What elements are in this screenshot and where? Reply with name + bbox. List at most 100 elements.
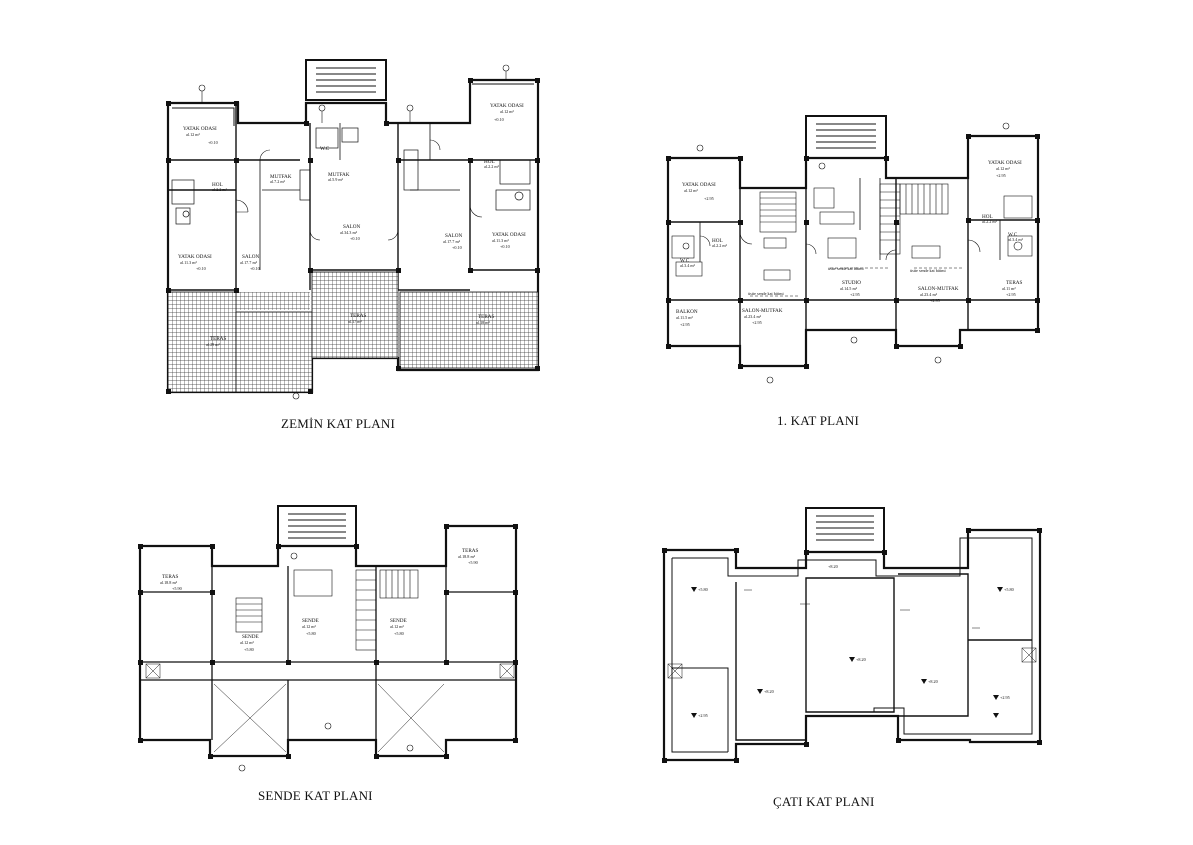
cati-plan-title: ÇATI KAT PLANI (773, 794, 875, 809)
room-area: al.34.3 m² (340, 230, 358, 235)
room-level: +5.90 (172, 586, 182, 591)
room-area: al.2.2 m² (712, 243, 728, 248)
room-area: al.12 m² (240, 640, 255, 645)
zemin-room-labels: YATAK ODASI al.12 m² +0.10 HOL al.2.2 m²… (178, 103, 526, 347)
room-area: al.29 m² (206, 342, 221, 347)
room-level: +0.10 (350, 236, 360, 241)
room-label: SENDE (242, 634, 259, 640)
room-label: TERAS (462, 548, 479, 554)
room-label: MUTFAK (328, 172, 350, 178)
room-label: W.C (320, 146, 330, 152)
level-mark: +2.95 (698, 713, 708, 718)
sende-plan-title: SENDE KAT PLANI (258, 788, 373, 803)
room-area: al.18 m² (476, 320, 491, 325)
room-level: +2.95 (704, 196, 714, 201)
room-area: al.12 m² (302, 624, 317, 629)
room-label: W.C (680, 258, 690, 264)
room-level: +5.90 (468, 560, 478, 565)
level-mark: +5.80 (1004, 587, 1014, 592)
room-label: HOL (982, 214, 993, 220)
level-mark: +2.95 (1000, 695, 1010, 700)
kat1-plan-title: 1. KAT PLANI (777, 413, 859, 428)
room-area: al.12 m² (684, 188, 699, 193)
room-label: SENDE (390, 618, 407, 624)
level-mark: +8.20 (856, 657, 866, 662)
room-label: YATAK ODASI (490, 103, 524, 109)
room-label: SALON (445, 233, 463, 239)
room-level: +2.95 (996, 173, 1006, 178)
kat1-plan (666, 115, 1040, 384)
room-level: +2.95 (930, 298, 940, 303)
room-area: al.7.2 m² (270, 179, 286, 184)
room-level: +2.95 (1006, 292, 1016, 297)
room-area: al.17 m² (348, 319, 363, 324)
room-label: SALON-MUTFAK (742, 308, 783, 314)
plan-note: üstte sende kat bitimi (748, 291, 785, 296)
room-label: MUTFAK (270, 174, 292, 180)
zemin-kat-plan (166, 59, 540, 400)
room-level: +2.95 (752, 320, 762, 325)
room-label: TERAS (162, 574, 179, 580)
room-level: +2.95 (680, 322, 690, 327)
room-area: al.3.4 m² (680, 263, 696, 268)
room-label: W.C (1008, 232, 1018, 238)
room-level: +5.80 (306, 631, 316, 636)
room-area: al.11.3 m² (492, 238, 510, 243)
room-area: al.23.4 m² (744, 314, 762, 319)
room-label: SALON (242, 254, 260, 260)
room-area: al.11 m² (1002, 286, 1016, 291)
room-label: TERAS (478, 314, 495, 320)
cati-level-labels: +5.80 +8.20 +8.20 +8.20 +5.80 +2.95 +8.2… (698, 564, 1014, 718)
room-area: al.12 m² (390, 624, 405, 629)
stair-block (305, 59, 387, 101)
stair-block (805, 115, 887, 159)
room-area: al.11.3 m² (180, 260, 198, 265)
room-area: al.23.4 m² (920, 292, 938, 297)
room-area: al.2.2 m² (484, 164, 500, 169)
stair-block (805, 507, 885, 553)
room-level: +0.10 (452, 245, 462, 250)
room-area: al.18.8 m² (160, 580, 178, 585)
room-area: al.12 m² (500, 109, 515, 114)
plan-note: üstte sende kat bitimi (910, 268, 947, 273)
room-label: TERAS (1006, 280, 1023, 286)
room-area: al.5.9 m² (328, 177, 344, 182)
level-mark: +8.20 (764, 689, 774, 694)
plan-note: üstte sende kat bitimi (828, 266, 865, 271)
room-area: al.18.8 m² (458, 554, 476, 559)
level-mark: +8.20 (828, 564, 838, 569)
room-label: HOL (484, 159, 495, 165)
room-area: al.12 m² (186, 132, 201, 137)
room-label: YATAK ODASI (988, 160, 1022, 166)
room-label: YATAK ODASI (178, 254, 212, 260)
room-level: +0.10 (500, 244, 510, 249)
room-label: TERAS (350, 313, 367, 319)
room-label: HOL (712, 238, 723, 244)
room-area: al.17.7 m² (443, 239, 461, 244)
room-label: YATAK ODASI (183, 126, 217, 132)
room-level: +2.95 (850, 292, 860, 297)
kat1-room-labels: YATAK ODASI al.12 m² +2.95 HOL al.2.2 m²… (676, 160, 1024, 327)
room-label: STUDIO (842, 280, 861, 286)
room-level: +0.10 (250, 266, 260, 271)
level-mark: +8.20 (928, 679, 938, 684)
room-area: al.11.5 m² (676, 315, 694, 320)
room-label: TERAS (210, 336, 227, 342)
zemin-plan-title: ZEMİN KAT PLANI (281, 416, 395, 431)
room-level: +0.10 (196, 266, 206, 271)
room-area: al.2.2 m² (212, 187, 228, 192)
room-label: YATAK ODASI (492, 232, 526, 238)
room-level: +5.80 (244, 647, 254, 652)
room-label: BALKON (676, 309, 698, 315)
level-mark: +5.80 (698, 587, 708, 592)
room-level: +0.10 (494, 117, 504, 122)
sende-room-labels: TERAS al.18.8 m² +5.90 SENDE al.12 m² +5… (160, 548, 479, 652)
room-label: YATAK ODASI (682, 182, 716, 188)
room-label: SENDE (302, 618, 319, 624)
sende-kat-plan (138, 505, 518, 772)
room-area: al.14.5 m² (840, 286, 858, 291)
room-label: SALON (343, 224, 361, 230)
room-label: HOL (212, 182, 223, 188)
room-area: al.2.2 m² (982, 219, 998, 224)
